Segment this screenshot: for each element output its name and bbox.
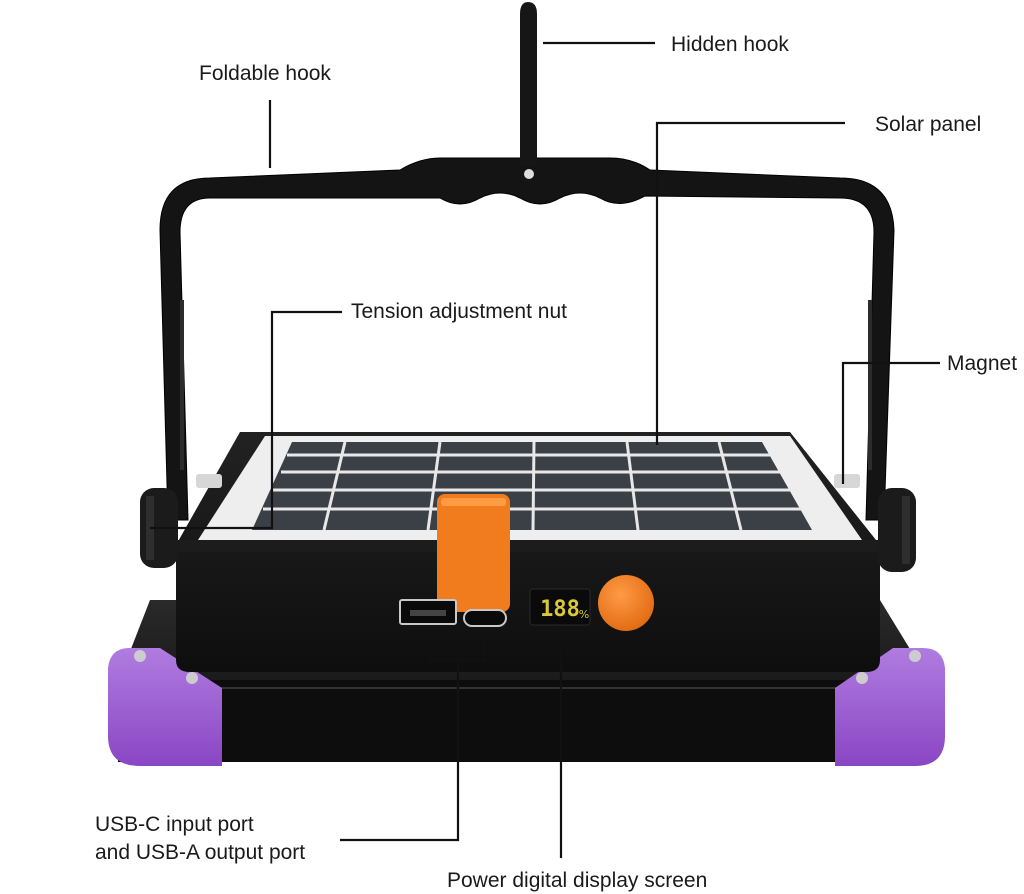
callout-labels: Hidden hook Foldable hook Solar panel Te… xyxy=(95,33,1017,892)
leader-ports-down xyxy=(340,660,460,842)
hidden-hook xyxy=(520,2,537,166)
leader-solar-panel xyxy=(655,121,845,445)
base-front-band xyxy=(118,680,933,762)
tension-adjustment-nut-right xyxy=(878,488,916,572)
foldable-hook-handle xyxy=(159,157,895,521)
magnet-right xyxy=(834,474,860,488)
label-display-screen: Power digital display screen xyxy=(447,869,707,892)
leader-tension-nut xyxy=(150,310,342,530)
label-ports-line1: USB-C input port xyxy=(95,813,254,836)
leader-magnet xyxy=(841,361,940,484)
solar-panel xyxy=(198,436,862,540)
display-unit: % xyxy=(579,608,589,621)
label-tension-nut: Tension adjustment nut xyxy=(351,300,567,323)
usb-c-port xyxy=(463,609,507,627)
label-solar-panel: Solar panel xyxy=(875,113,981,136)
display-readout: 188 xyxy=(540,597,580,622)
power-button xyxy=(598,575,654,631)
label-hidden-hook: Hidden hook xyxy=(671,33,789,56)
label-magnet: Magnet xyxy=(947,352,1017,375)
power-display-screen xyxy=(529,588,591,626)
leader-lines xyxy=(150,41,940,858)
magnet-left xyxy=(196,474,222,488)
port-cover-tab xyxy=(437,494,510,612)
label-foldable-hook: Foldable hook xyxy=(199,62,331,85)
solar-light-device: 188 % xyxy=(108,2,945,766)
label-ports-line2: and USB-A output port xyxy=(95,841,305,864)
